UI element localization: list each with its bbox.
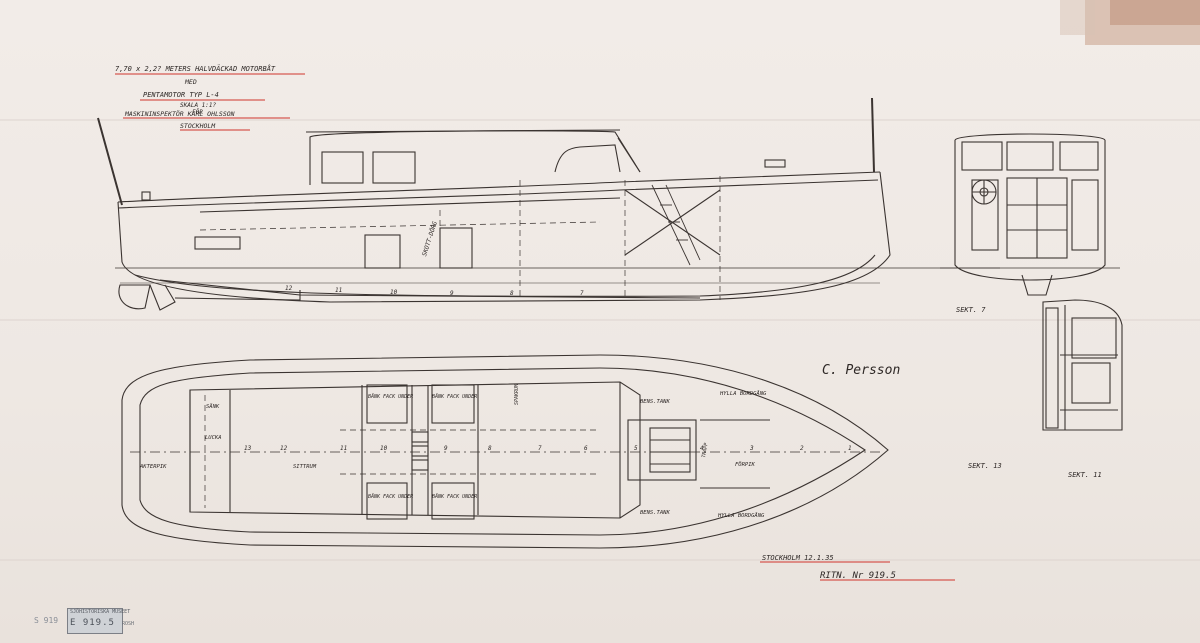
title-line-7: STOCKHOLM bbox=[180, 122, 216, 130]
frame-number: 7 bbox=[538, 445, 542, 452]
frame-number: 3 bbox=[749, 445, 754, 452]
frame-number: 12 bbox=[280, 445, 288, 452]
signature: C. Persson bbox=[822, 363, 900, 378]
frame-number: 11 bbox=[340, 445, 347, 452]
profile-frame-numbers: 12 11 10 9 8 7 bbox=[285, 285, 584, 297]
title-block: 7,70 x 2,2? METERS HALVDÄCKAD MOTORBÅT M… bbox=[115, 64, 276, 130]
skott-label: SKOTT-DÖRG bbox=[421, 220, 439, 257]
frame-number: 4 bbox=[700, 445, 704, 452]
title-line-2: MED bbox=[184, 78, 197, 86]
label-sank: SÄNK bbox=[206, 403, 220, 410]
frame-number: 6 bbox=[584, 445, 588, 452]
stamp-line-3: ROSH bbox=[122, 621, 135, 627]
frame-number: 2 bbox=[800, 445, 804, 452]
label-trapp: TRAPP bbox=[701, 442, 710, 458]
label-sittrum: SITTRUM bbox=[293, 464, 317, 470]
stamp-line-2: E 919.5 bbox=[70, 618, 115, 628]
frame-number: 10 bbox=[380, 445, 388, 452]
frame-number: 9 bbox=[444, 445, 448, 452]
footer-block: STOCKHOLM 12.1.35 RITN. Nr 919.5 bbox=[762, 554, 896, 581]
paper-stain bbox=[1060, 0, 1200, 45]
frame-number: 5 bbox=[634, 445, 638, 452]
inventory-number: S 919 bbox=[34, 616, 59, 625]
title-line-3: PENTAMOTOR TYP L-4 bbox=[143, 91, 219, 99]
plan-view bbox=[121, 354, 889, 549]
label-sekt-13: SEKT. 13 bbox=[968, 462, 1002, 470]
svg-text:12: 12 bbox=[285, 285, 293, 292]
red-annotation-marks bbox=[115, 73, 955, 581]
footer-date: STOCKHOLM 12.1.35 bbox=[762, 554, 834, 562]
label-sekt-7: SEKT. 7 bbox=[956, 306, 986, 314]
label-lucka: LUCKA bbox=[205, 435, 222, 441]
museum-stamp bbox=[67, 608, 123, 634]
paper-ghost-lines bbox=[0, 119, 1200, 561]
plan-labels: SÄNK LUCKA AKTERPIK SITTRUM BÄNK FACK UN… bbox=[139, 390, 767, 519]
svg-text:8: 8 bbox=[510, 290, 514, 297]
label-bensintank-top: BENS.TANK bbox=[640, 399, 670, 405]
label-spakrum: SPAKRUM bbox=[514, 383, 520, 405]
title-line-5: FÖR bbox=[192, 109, 203, 116]
label-bank-tl: BÄNK FACK UNDER bbox=[368, 393, 413, 400]
frame-number: 1 bbox=[848, 445, 852, 452]
label-akterpik: AKTERPIK bbox=[139, 464, 167, 470]
label-hylla-bot: HYLLA BORDGÅNG bbox=[717, 512, 765, 519]
footer-drawing-no: RITN. Nr 919.5 bbox=[820, 571, 896, 581]
section-labels: SEKT. 7 SEKT. 13 SEKT. 11 bbox=[956, 306, 1102, 479]
svg-text:9: 9 bbox=[450, 290, 454, 297]
label-bank-bl: BÄNK FACK UNDER bbox=[368, 493, 413, 500]
frame-number: 13 bbox=[244, 445, 252, 452]
plan-frame-numbers: 13 12 11 10 9 8 7 6 5 4 3 2 1 bbox=[244, 445, 852, 452]
label-bank-tr: BÄNK FACK UNDER bbox=[432, 393, 477, 400]
section-views bbox=[940, 133, 1123, 431]
title-line-1: 7,70 x 2,2? METERS HALVDÄCKAD MOTORBÅT bbox=[115, 64, 276, 73]
label-bensintank-bot: BENS.TANK bbox=[640, 510, 670, 516]
label-forpik: FÖRPIK bbox=[735, 461, 756, 468]
profile-view bbox=[97, 97, 1000, 311]
stamp-line-1: SJÖHISTORISKA MUSEET bbox=[70, 609, 131, 615]
label-hylla-top: HYLLA BORDGÅNG bbox=[719, 390, 767, 397]
label-sekt-11: SEKT. 11 bbox=[1068, 471, 1102, 479]
frame-number: 8 bbox=[488, 445, 492, 452]
svg-text:11: 11 bbox=[335, 287, 342, 294]
title-line-6: MASKININSPEKTÖR KARL OHLSSON bbox=[124, 109, 235, 118]
svg-text:7: 7 bbox=[580, 290, 584, 297]
label-bank-br: BÄNK FACK UNDER bbox=[432, 493, 477, 500]
svg-text:10: 10 bbox=[390, 289, 398, 296]
title-line-4: SKALA 1:1? bbox=[180, 102, 217, 109]
